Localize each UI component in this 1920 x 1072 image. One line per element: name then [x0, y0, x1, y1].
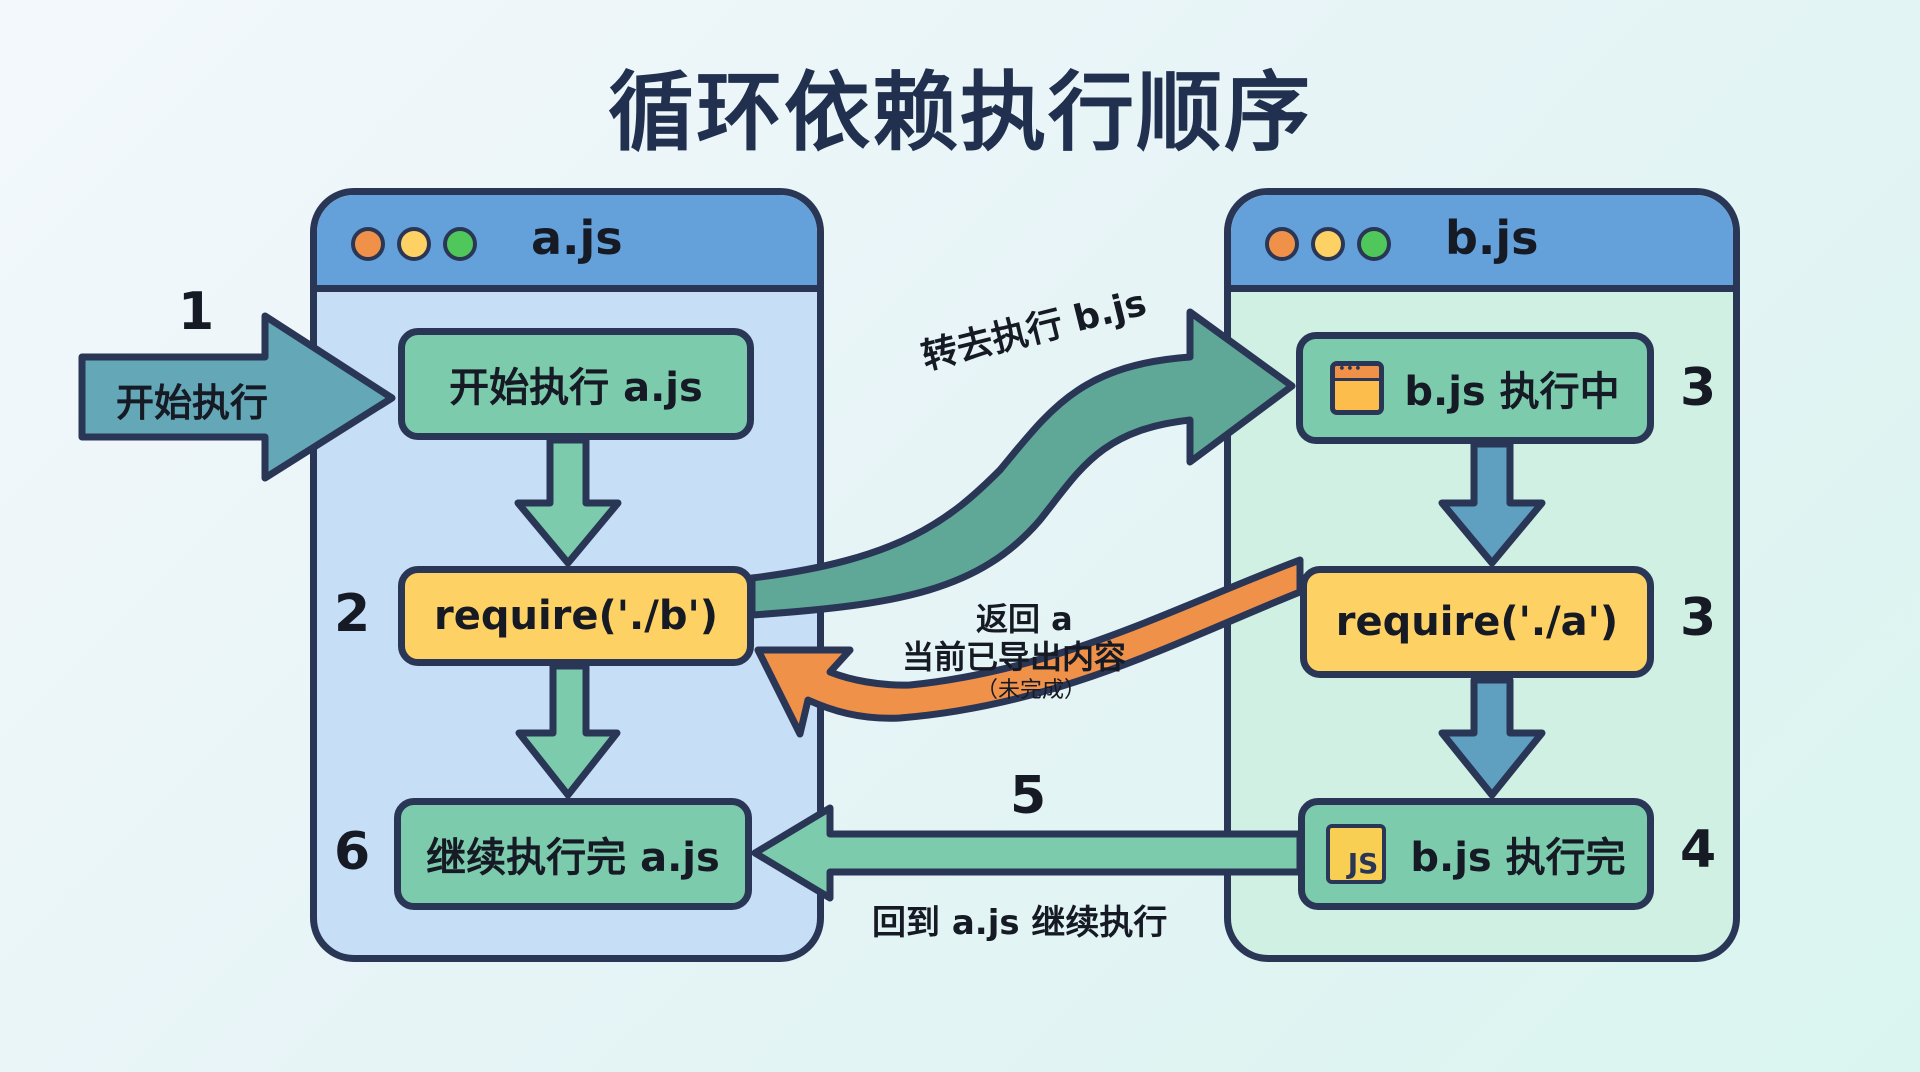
maximize-dot-icon: [1357, 227, 1391, 261]
b-down-arrow-1: [1438, 440, 1546, 567]
step-b-running: b.js 执行中: [1296, 332, 1654, 444]
a-down-arrow-1: [514, 436, 622, 567]
step-label: 继续执行完 a.js: [426, 835, 720, 881]
minimize-dot-icon: [1311, 227, 1345, 261]
entry-arrow: [78, 312, 396, 482]
minimize-dot-icon: [397, 227, 431, 261]
step-number-2: 2: [334, 584, 371, 644]
window-b-titlebar: b.js: [1231, 195, 1733, 292]
window-a-title: a.js: [531, 211, 623, 265]
window-b-title: b.js: [1445, 211, 1539, 265]
step-require-b: require('./b'): [398, 566, 754, 666]
step-label: 开始执行 a.js: [449, 365, 703, 411]
step-b-done: JS b.js 执行完: [1298, 798, 1654, 910]
step-number-1: 1: [178, 282, 215, 342]
browser-window-icon: [1330, 361, 1385, 415]
window-a-titlebar: a.js: [317, 195, 817, 292]
step-label: b.js 执行中: [1404, 369, 1620, 415]
diagram-title: 循环依赖执行顺序: [608, 63, 1312, 163]
return-a-line2: 当前已导出内容: [902, 638, 1127, 676]
close-dot-icon: [351, 227, 385, 261]
step-number-3b: 3: [1680, 588, 1717, 648]
js-file-icon: JS: [1326, 824, 1387, 884]
close-dot-icon: [1265, 227, 1299, 261]
step-finish-a: 继续执行完 a.js: [394, 798, 752, 910]
step-number-4: 4: [1680, 820, 1717, 880]
back-to-a-label: 回到 a.js 继续执行: [872, 903, 1168, 943]
step-require-a: require('./a'): [1300, 566, 1654, 678]
step-label: require('./b'): [433, 593, 719, 639]
step-number-6: 6: [334, 822, 371, 882]
back-to-a-arrow: [751, 804, 1304, 902]
step-number-3a: 3: [1680, 358, 1717, 418]
step-number-5: 5: [1010, 766, 1047, 826]
a-down-arrow-2: [515, 662, 621, 799]
return-a-orange-arrow: [754, 556, 1304, 738]
step-start-a: 开始执行 a.js: [398, 328, 754, 440]
step-label: b.js 执行完: [1410, 835, 1626, 881]
entry-label: 开始执行: [116, 381, 269, 425]
return-a-line1: 返回 a: [976, 600, 1073, 638]
return-a-line3: （未完成）: [976, 678, 1087, 703]
step-label: require('./a'): [1335, 599, 1619, 645]
maximize-dot-icon: [443, 227, 477, 261]
b-down-arrow-2: [1438, 676, 1546, 799]
to-b-curved-arrow: [748, 308, 1296, 619]
